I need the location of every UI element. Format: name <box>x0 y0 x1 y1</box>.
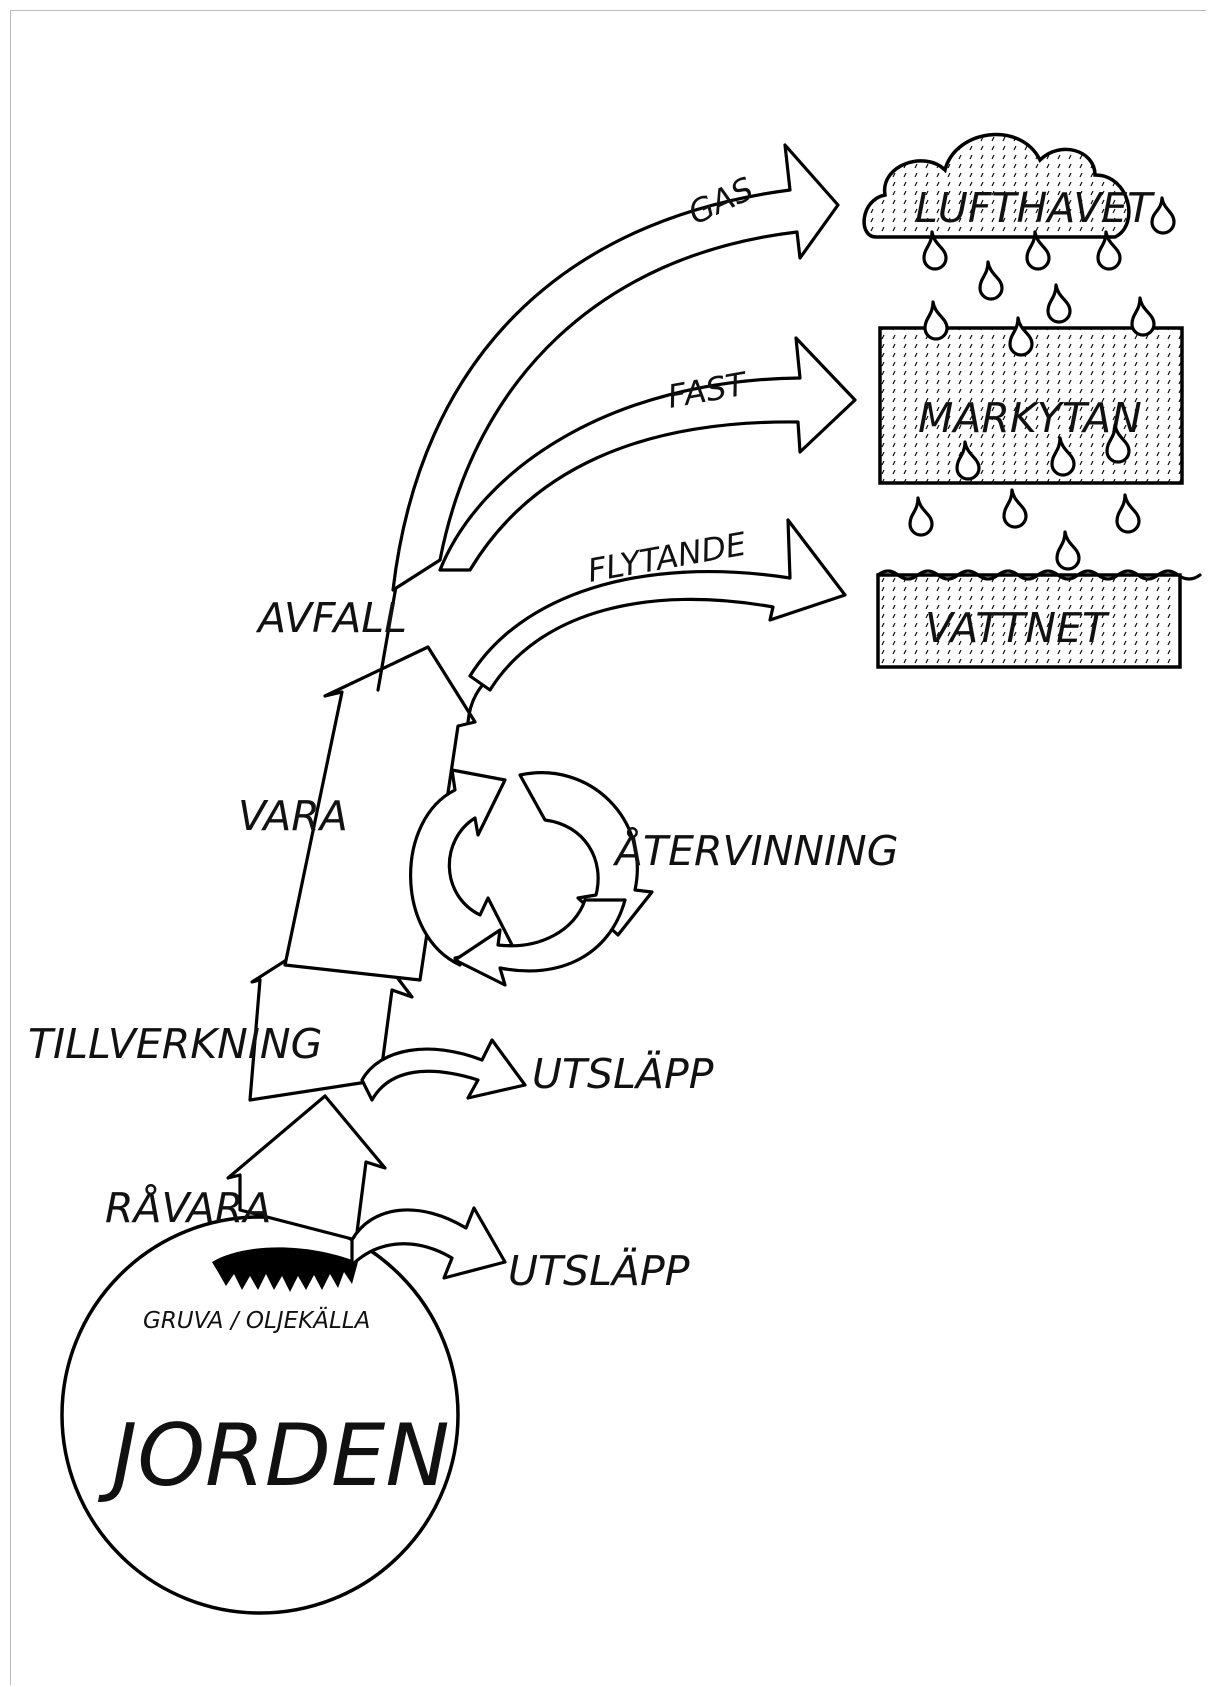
source-label: GRUVA / OLJEKÄLLA <box>143 1306 370 1334</box>
raindrop-icon <box>1048 285 1070 322</box>
air-label: LUFTHAVET <box>915 184 1155 232</box>
recycling-loop: ÅTERVINNING <box>411 770 899 985</box>
stage-label-product: VARA <box>238 792 348 840</box>
raindrop-icon <box>910 498 932 535</box>
raindrop-icon <box>925 302 947 339</box>
raindrop-icon <box>1152 198 1174 233</box>
raindrop-icon <box>980 262 1002 299</box>
raindrop-icon <box>1010 318 1032 355</box>
earth-label: JORDEN <box>97 1406 450 1506</box>
gas-stream-arrow <box>393 145 838 590</box>
raindrop-icon <box>1004 490 1026 527</box>
emission-label-upper: UTSLÄPP <box>532 1050 714 1098</box>
water-label: VATTNET <box>925 604 1110 652</box>
waste-streams: GAS FAST FLYTANDE <box>393 145 855 690</box>
ground-label: MARKYTAN <box>918 394 1142 442</box>
recipients: LUFTHAVET MARKYTAN VATTNET <box>864 135 1200 667</box>
raindrop-icon <box>1117 495 1139 532</box>
raindrop-icon <box>1132 298 1154 335</box>
recycling-label: ÅTERVINNING <box>612 827 899 875</box>
earth: GRUVA / OLJEKÄLLA JORDEN <box>62 1217 458 1613</box>
emission-arrow-upper <box>362 1040 525 1100</box>
stage-label-waste: AVFALL <box>255 594 407 642</box>
stage-label-manufacturing: TILLVERKNING <box>28 1020 322 1068</box>
stage-label-raw-material: RÅVARA <box>105 1184 271 1232</box>
emission-label-lower: UTSLÄPP <box>508 1247 690 1295</box>
raindrop-icon <box>1057 532 1079 569</box>
